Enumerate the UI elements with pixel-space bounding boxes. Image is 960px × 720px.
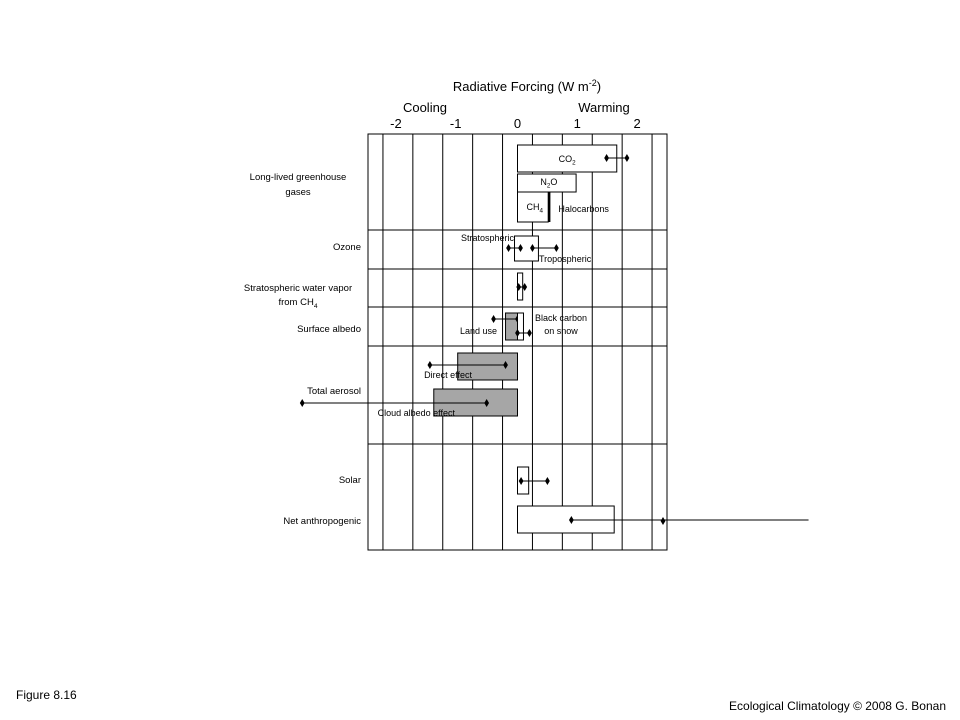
category-label: from CH4	[278, 297, 317, 310]
ch4-label: CH4	[526, 202, 543, 215]
black-carbon-label: Black carbon	[535, 313, 587, 323]
black-carbon-bar	[517, 312, 524, 341]
direct-effect-bar	[457, 352, 519, 381]
land-use-bar	[505, 312, 519, 341]
direct-effect-range-min	[427, 361, 433, 369]
x-tick-label: -1	[450, 116, 462, 131]
tropospheric-ozone-range-max	[553, 244, 559, 252]
water-vapor-range-min	[516, 283, 522, 291]
category-label: Total aerosol	[307, 386, 361, 397]
category-label: Surface albedo	[297, 324, 361, 335]
figure-label: Figure 8.16	[16, 688, 77, 702]
black-carbon-label: on snow	[544, 326, 578, 336]
ch4-bar	[517, 191, 549, 223]
category-label: Net anthropogenic	[283, 516, 361, 527]
co2-range-max	[624, 154, 630, 162]
solar-range-max	[545, 477, 550, 485]
tropospheric-ozone-label: Tropospheric	[539, 254, 592, 264]
net-anthropogenic-range-min	[568, 516, 574, 524]
chart-title: Radiative Forcing (W m-2)	[453, 78, 601, 94]
co2-label: CO2	[559, 154, 577, 167]
direct-effect-label: Direct effect	[424, 370, 472, 380]
net-anthropogenic-range-max	[660, 517, 666, 525]
cloud-albedo-label: Cloud albedo effect	[378, 408, 456, 418]
cloud-albedo-range-min	[299, 399, 305, 407]
co2-range-min	[604, 154, 610, 162]
x-tick-label: 0	[514, 116, 521, 131]
land-use-range-min	[491, 315, 496, 323]
category-label: Stratospheric water vapor	[244, 283, 352, 294]
n2o-label: N2O	[540, 177, 557, 190]
co2-bar	[517, 144, 618, 173]
plot-frame	[367, 133, 668, 551]
direct-effect-range-max	[503, 361, 508, 369]
stratospheric-ozone-range-min	[506, 244, 511, 252]
category-label: Ozone	[333, 242, 361, 253]
stratospheric-ozone-range-max	[518, 244, 523, 252]
stratospheric-ozone-label: Stratospheric	[461, 233, 515, 243]
x-tick-label: -2	[390, 116, 402, 131]
category-label: Long-lived greenhouse	[250, 172, 347, 183]
cooling-label: Cooling	[403, 100, 447, 115]
credit-text: Ecological Climatology © 2008 G. Bonan	[729, 699, 946, 713]
cloud-albedo-range-max	[484, 399, 490, 407]
halocarbons-label: Halocarbons	[558, 204, 609, 214]
category-label: gases	[285, 187, 311, 198]
black-carbon-range-max	[527, 329, 532, 337]
black-carbon-range-min	[515, 329, 520, 337]
water-vapor-range-max	[522, 283, 528, 291]
x-tick-label: 1	[574, 116, 581, 131]
x-tick-label: 2	[633, 116, 640, 131]
land-use-label: Land use	[460, 326, 497, 336]
category-label: Solar	[339, 475, 361, 486]
tropospheric-ozone-range-min	[530, 244, 535, 252]
solar-range-min	[518, 477, 524, 485]
warming-label: Warming	[578, 100, 630, 115]
